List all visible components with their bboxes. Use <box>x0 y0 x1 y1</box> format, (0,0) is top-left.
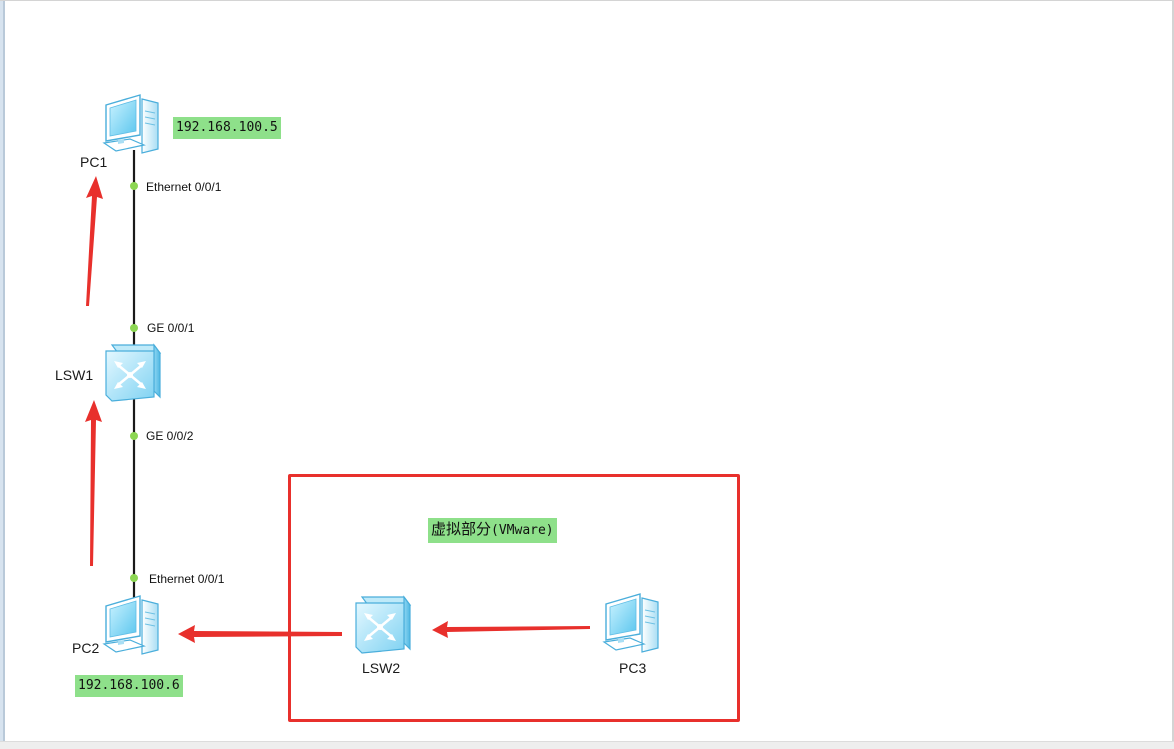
pc1-port-label: Ethernet 0/0/1 <box>146 180 222 194</box>
arrow-pc2-to-lsw1 <box>85 400 102 566</box>
pc2-label: PC2 <box>72 640 100 656</box>
pc1-device-icon[interactable] <box>103 94 159 154</box>
lsw2-label: LSW2 <box>362 660 401 676</box>
port-dot-lsw1-up <box>130 324 138 332</box>
window-left-border <box>0 0 5 749</box>
virtual-region-label: 虚拟部分(VMware) <box>428 518 557 543</box>
window-bottom-strip <box>0 741 1174 749</box>
pc3-label: PC3 <box>619 660 647 676</box>
virtual-region-label-en: (VMware) <box>491 523 554 538</box>
lsw1-device-icon[interactable] <box>104 343 162 403</box>
lsw1-up-port-label: GE 0/0/1 <box>147 321 195 335</box>
window-top-border <box>0 0 1174 1</box>
pc2-port-label: Ethernet 0/0/1 <box>149 572 225 586</box>
pc2-ip-label: 192.168.100.6 <box>75 675 183 697</box>
arrow-pc3-to-lsw2 <box>432 621 590 638</box>
lsw1-down-port-label: GE 0/0/2 <box>146 429 194 443</box>
port-dot-pc1 <box>130 182 138 190</box>
virtual-region-box <box>288 474 740 722</box>
virtual-region-label-cn: 虚拟部分 <box>431 521 492 538</box>
arrow-lsw2-to-pc2 <box>178 625 342 643</box>
lsw1-label: LSW1 <box>55 367 94 383</box>
port-dot-pc2 <box>130 574 138 582</box>
pc1-label: PC1 <box>80 154 108 170</box>
pc1-ip-label: 192.168.100.5 <box>173 117 281 139</box>
arrow-lsw1-to-pc1 <box>86 176 103 306</box>
window-right-border <box>1172 0 1174 749</box>
pc2-device-icon[interactable] <box>103 595 159 655</box>
flow-arrows <box>85 176 590 643</box>
port-dot-lsw1-down <box>130 432 138 440</box>
